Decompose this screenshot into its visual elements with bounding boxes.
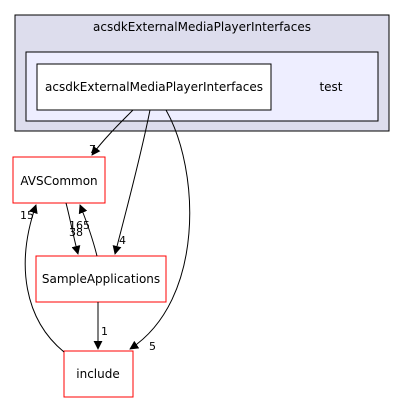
node-avs-common-label: AVSCommon	[20, 174, 97, 188]
edge-label-sample-to-avs: 38	[69, 226, 83, 239]
edge-label-sample-to-include: 1	[101, 325, 108, 338]
edge-label-main-to-avs: 7	[89, 143, 96, 156]
edge-main-to-include	[129, 109, 191, 350]
node-test[interactable]: test	[319, 80, 342, 94]
edge-label-include-to-avs: 15	[20, 209, 34, 222]
edge-label-main-to-include: 5	[149, 340, 156, 353]
edge-avs-to-sample	[65, 202, 81, 255]
node-test-label: test	[319, 80, 342, 94]
edge-label-main-to-sample: 4	[119, 234, 126, 247]
node-sample-applications[interactable]: SampleApplications	[35, 255, 167, 303]
node-sample-applications-label: SampleApplications	[42, 272, 160, 286]
edges	[24, 109, 191, 353]
edge-main-to-avs	[91, 109, 134, 156]
node-include[interactable]: include	[63, 350, 134, 398]
edge-include-to-avs	[24, 204, 65, 353]
node-main-label: acsdkExternalMediaPlayerInterfaces	[45, 80, 263, 94]
edge-label-avs-to-sample: 165	[69, 219, 90, 232]
node-acsdk-external-media-player-interfaces[interactable]: acsdkExternalMediaPlayerInterfaces	[36, 63, 272, 111]
edge-main-to-sample	[112, 109, 151, 255]
outer-cluster-title: acsdkExternalMediaPlayerInterfaces	[93, 20, 311, 34]
node-avs-common[interactable]: AVSCommon	[12, 156, 106, 204]
node-include-label: include	[76, 367, 119, 381]
edge-labels: 7 4 5 165 38 1 15	[20, 143, 156, 353]
edge-sample-to-avs	[78, 204, 98, 257]
